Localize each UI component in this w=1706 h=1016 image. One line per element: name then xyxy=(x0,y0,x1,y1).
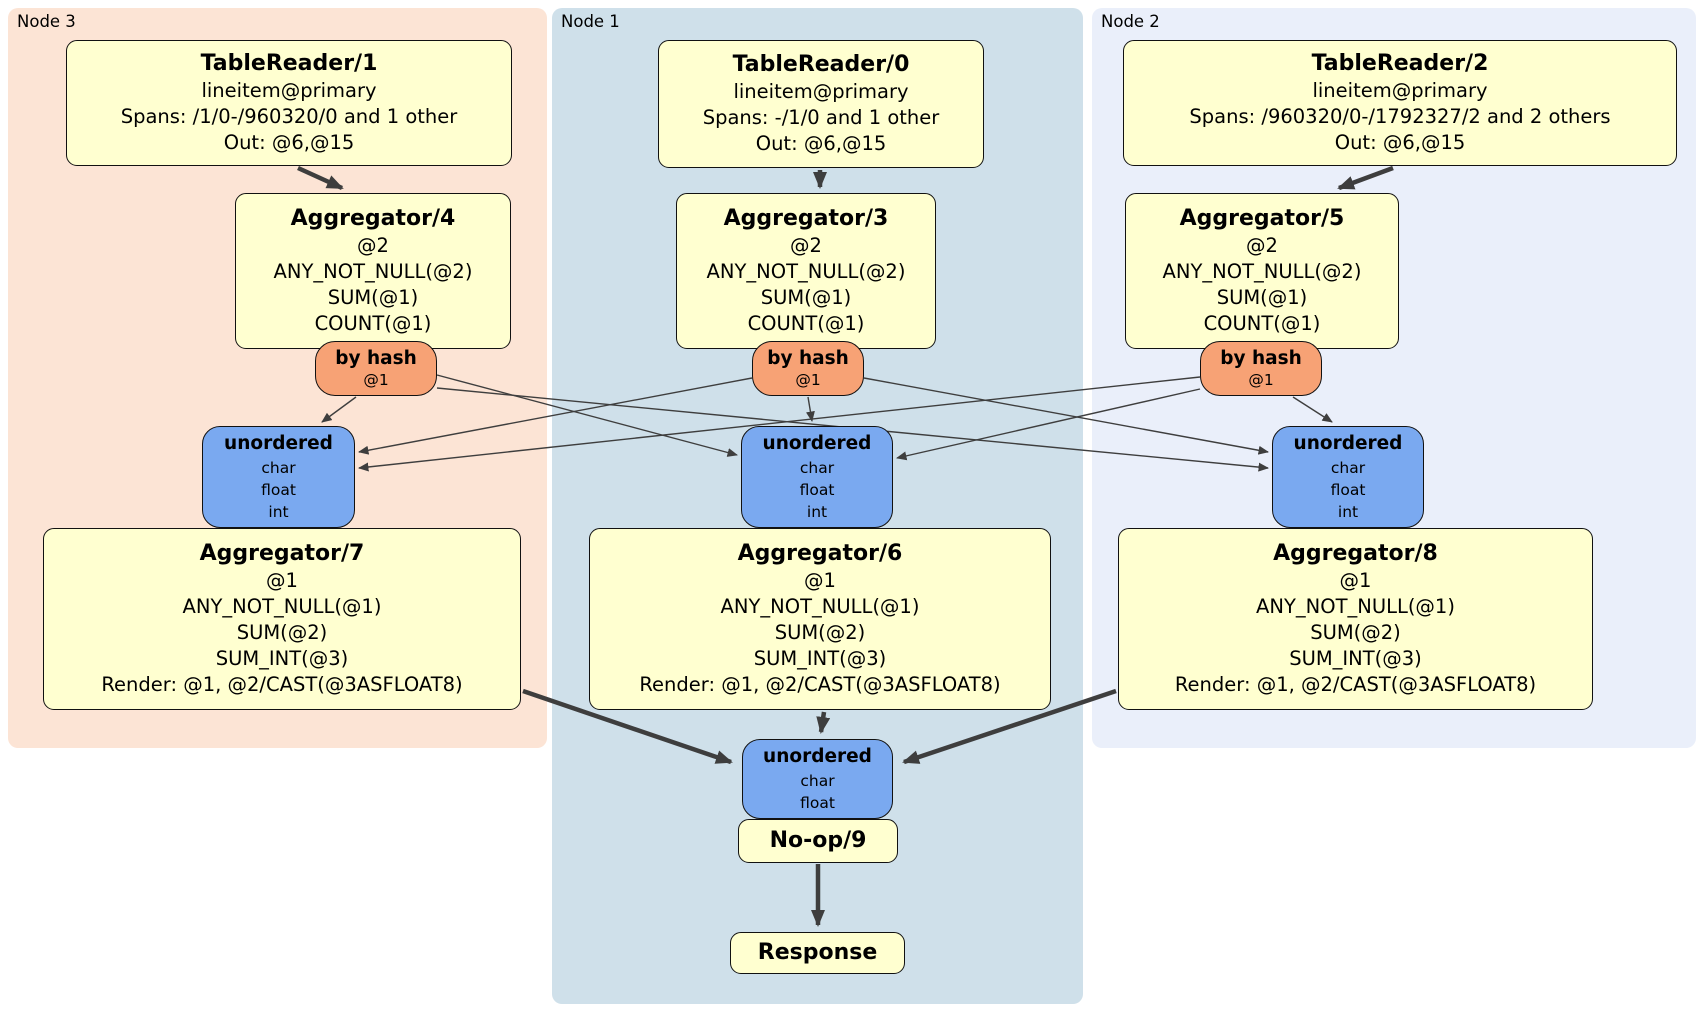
processor-detail: SUM(@1) xyxy=(327,286,419,309)
router-by-hash-node2: by hash @1 xyxy=(1200,341,1322,396)
processor-detail: Render: @1, @2/CAST(@3ASFLOAT8) xyxy=(1174,673,1537,696)
router-title: by hash xyxy=(1220,348,1302,369)
processor-detail: COUNT(@1) xyxy=(1203,312,1321,335)
processor-aggregator-5: Aggregator/5 @2 ANY_NOT_NULL(@2) SUM(@1)… xyxy=(1125,193,1399,349)
sync-column-type: int xyxy=(268,503,289,521)
sync-column-type: char xyxy=(1330,459,1366,477)
sync-unordered-node2: unordered char float int xyxy=(1272,426,1424,528)
processor-detail: @2 xyxy=(1246,234,1278,257)
sync-column-type: float xyxy=(799,481,835,499)
processor-title: Response xyxy=(757,940,878,965)
processor-detail: ANY_NOT_NULL(@2) xyxy=(706,260,906,283)
processor-detail: @1 xyxy=(1339,569,1372,592)
processor-title: Aggregator/5 xyxy=(1179,206,1345,231)
processor-detail: @2 xyxy=(357,234,389,257)
processor-detail: @1 xyxy=(266,569,298,592)
processor-detail: COUNT(@1) xyxy=(314,312,432,335)
sync-column-type: char xyxy=(261,459,296,477)
sync-column-type: int xyxy=(806,503,828,521)
processor-aggregator-6: Aggregator/6 @1 ANY_NOT_NULL(@1) SUM(@2)… xyxy=(589,528,1051,710)
sync-unordered-final: unordered char float xyxy=(742,739,893,819)
processor-detail: lineitem@primary xyxy=(201,79,377,102)
processor-detail: ANY_NOT_NULL(@1) xyxy=(182,595,382,618)
processor-detail: Render: @1, @2/CAST(@3ASFLOAT8) xyxy=(101,673,463,696)
sync-unordered-node1: unordered char float int xyxy=(741,426,893,528)
processor-title: Aggregator/7 xyxy=(199,541,365,566)
processor-detail: SUM(@2) xyxy=(1310,621,1401,644)
processor-tablereader-2: TableReader/2 lineitem@primary Spans: /9… xyxy=(1123,40,1677,166)
processor-tablereader-0: TableReader/0 lineitem@primary Spans: -/… xyxy=(658,40,984,168)
router-title: by hash xyxy=(335,348,417,369)
processor-tablereader-1: TableReader/1 lineitem@primary Spans: /1… xyxy=(66,40,512,166)
processor-detail: SUM(@1) xyxy=(1216,286,1308,309)
flow-arrows xyxy=(297,165,1394,927)
processor-detail: ANY_NOT_NULL(@2) xyxy=(273,260,473,283)
router-columns: @1 xyxy=(363,371,389,389)
processor-detail: lineitem@primary xyxy=(1312,79,1488,102)
processor-aggregator-8: Aggregator/8 @1 ANY_NOT_NULL(@1) SUM(@2)… xyxy=(1118,528,1593,710)
processor-detail: COUNT(@1) xyxy=(747,312,865,335)
router-title: by hash xyxy=(767,348,849,369)
processor-response: Response xyxy=(730,932,905,974)
router-columns: @1 xyxy=(795,371,821,389)
processor-detail: SUM(@1) xyxy=(760,286,852,309)
sync-title: unordered xyxy=(762,433,872,454)
processor-title: Aggregator/8 xyxy=(1273,541,1438,566)
processor-detail: ANY_NOT_NULL(@1) xyxy=(1256,595,1455,618)
processor-detail: Out: @6,@15 xyxy=(1334,131,1466,154)
processor-noop-9: No-op/9 xyxy=(738,819,898,863)
processor-title: TableReader/0 xyxy=(732,52,910,77)
sync-unordered-node3: unordered char float int xyxy=(202,426,355,528)
processor-detail: SUM_INT(@3) xyxy=(1289,647,1422,670)
node-region-label: Node 3 xyxy=(17,12,76,31)
processor-aggregator-7: Aggregator/7 @1 ANY_NOT_NULL(@1) SUM(@2)… xyxy=(43,528,521,710)
router-by-hash-node3: by hash @1 xyxy=(315,341,437,396)
processor-detail: Out: @6,@15 xyxy=(223,131,355,154)
processor-aggregator-4: Aggregator/4 @2 ANY_NOT_NULL(@2) SUM(@1)… xyxy=(235,193,511,349)
processor-detail: Out: @6,@15 xyxy=(755,132,887,155)
sync-column-type: char xyxy=(800,772,835,790)
processor-detail: SUM_INT(@3) xyxy=(215,647,349,670)
processor-detail: Spans: -/1/0 and 1 other xyxy=(702,106,940,129)
sync-title: unordered xyxy=(763,746,872,767)
processor-title: Aggregator/6 xyxy=(737,541,903,566)
processor-aggregator-3: Aggregator/3 @2 ANY_NOT_NULL(@2) SUM(@1)… xyxy=(676,193,936,349)
sync-column-type: float xyxy=(261,481,296,499)
processor-detail: @2 xyxy=(790,234,822,257)
processor-detail: SUM_INT(@3) xyxy=(753,647,887,670)
router-by-hash-node1: by hash @1 xyxy=(752,341,864,396)
sync-column-type: int xyxy=(1337,503,1359,521)
processor-detail: Spans: /1/0-/960320/0 and 1 other xyxy=(120,105,458,128)
sync-column-type: char xyxy=(799,459,835,477)
processor-detail: SUM(@2) xyxy=(236,621,328,644)
sync-title: unordered xyxy=(1293,433,1403,454)
node-region-label: Node 2 xyxy=(1101,12,1160,31)
hash-router-links xyxy=(321,374,1333,472)
processor-title: Aggregator/4 xyxy=(290,206,456,231)
sync-column-type: float xyxy=(1330,481,1366,499)
processor-detail: lineitem@primary xyxy=(733,80,909,103)
processor-detail: Spans: /960320/0-/1792327/2 and 2 others xyxy=(1189,105,1611,128)
processor-detail: Render: @1, @2/CAST(@3ASFLOAT8) xyxy=(639,673,1001,696)
processor-detail: ANY_NOT_NULL(@2) xyxy=(1162,260,1362,283)
router-columns: @1 xyxy=(1248,371,1274,389)
sync-title: unordered xyxy=(224,433,333,454)
processor-title: No-op/9 xyxy=(769,828,867,853)
processor-title: Aggregator/3 xyxy=(723,206,889,231)
processor-detail: @1 xyxy=(804,569,836,592)
processor-title: TableReader/1 xyxy=(200,51,378,76)
processor-title: TableReader/2 xyxy=(1311,51,1489,76)
sync-column-type: float xyxy=(800,794,835,812)
node-region-label: Node 1 xyxy=(561,12,620,31)
processor-detail: ANY_NOT_NULL(@1) xyxy=(720,595,920,618)
processor-detail: SUM(@2) xyxy=(774,621,866,644)
